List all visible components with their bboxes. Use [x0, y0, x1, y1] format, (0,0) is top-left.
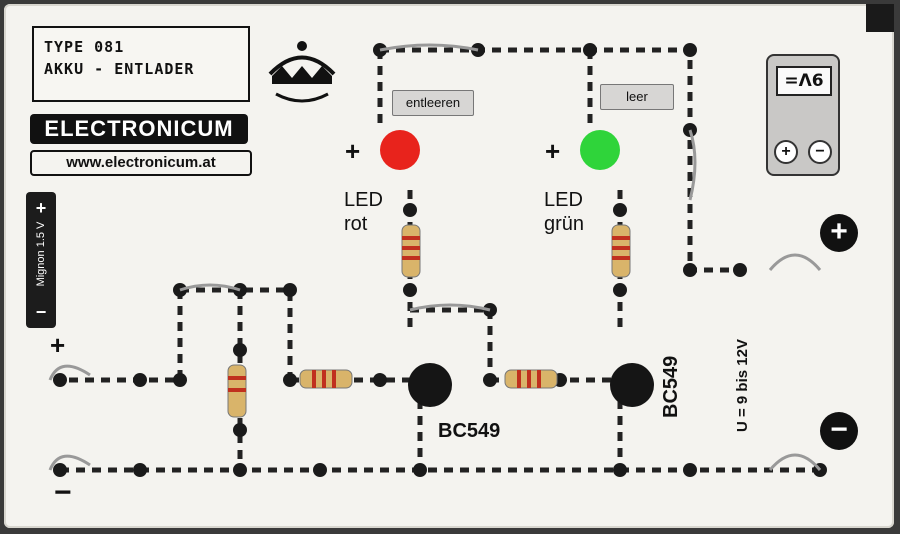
led-red: [380, 130, 420, 170]
battery: + Mignon 1.5 V −: [26, 192, 56, 328]
transistor-right-label: BC549: [660, 355, 682, 418]
brand-url: www.electronicum.at: [30, 150, 252, 176]
voltmeter-minus: −: [808, 140, 832, 164]
transistor-left-label: BC549: [438, 420, 501, 442]
type-label-line1: TYPE 081: [44, 38, 125, 56]
tag-leer: leer: [600, 84, 674, 110]
transistor-right: [610, 363, 654, 407]
board-corner: [866, 4, 894, 32]
led-green-label: LED grün: [544, 188, 584, 236]
voltmeter-display: =Λ6: [776, 66, 832, 96]
led-red-line1: LED: [344, 189, 383, 211]
voltmeter-plus: +: [774, 140, 798, 164]
battery-plus: +: [35, 198, 47, 218]
input-minus: −: [54, 476, 72, 509]
voltmeter: =Λ6 + −: [766, 54, 840, 176]
led-red-label: LED rot: [344, 188, 383, 236]
transistor-left: [408, 363, 452, 407]
led-green-line2: grün: [544, 213, 585, 235]
plus-circle-icon: +: [820, 214, 858, 252]
type-label: TYPE 081 AKKU - ENTLADER: [32, 26, 250, 102]
minus-circle-icon: −: [820, 412, 858, 450]
voltage-label: U = 9 bis 12V: [734, 339, 751, 432]
tag-entleeren: entleeren: [392, 90, 474, 116]
input-plus: +: [50, 330, 66, 360]
logo-icon: [268, 41, 336, 103]
brand-name: ELECTRONICUM: [30, 114, 248, 144]
led-green: [580, 130, 620, 170]
led-green-line1: LED: [544, 189, 583, 211]
led-red-line2: rot: [344, 213, 368, 235]
battery-minus: −: [35, 302, 47, 322]
led-green-plus: +: [545, 136, 561, 166]
led-red-plus: +: [345, 136, 361, 166]
type-label-line2: AKKU - ENTLADER: [44, 60, 195, 78]
